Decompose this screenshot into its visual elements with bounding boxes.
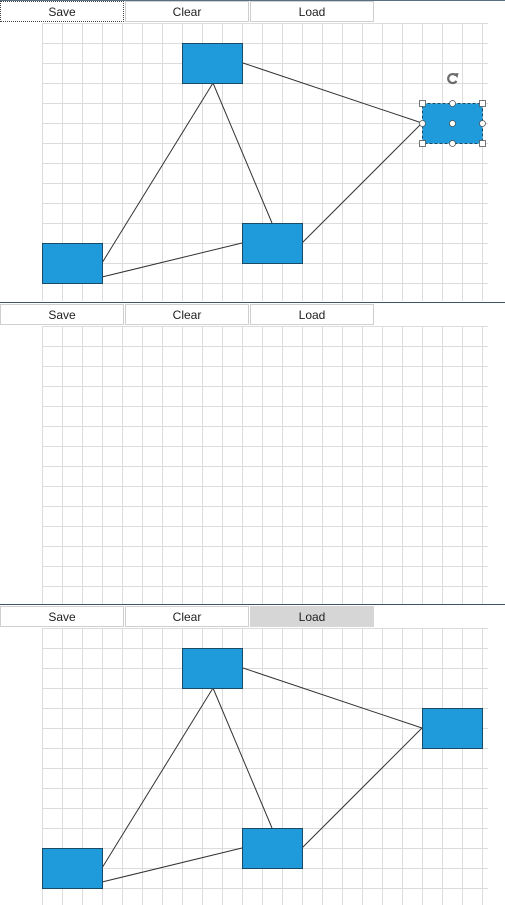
top-node[interactable] [182, 43, 243, 84]
pin-handle[interactable] [449, 120, 456, 127]
panel-separator [0, 302, 505, 303]
resize-handle[interactable] [479, 100, 486, 107]
rotate-icon[interactable] [447, 72, 459, 85]
resize-handle[interactable] [479, 120, 486, 127]
left-node[interactable] [42, 848, 103, 889]
save-button[interactable]: Save [0, 304, 124, 325]
middle-node[interactable] [242, 223, 303, 264]
panel-top-border [0, 0, 505, 1]
load-button[interactable]: Load [250, 1, 374, 22]
middle-node[interactable] [242, 828, 303, 869]
clear-button[interactable]: Clear [125, 606, 249, 627]
panel-separator [0, 604, 505, 605]
left-node[interactable] [42, 243, 103, 284]
toolbar: Save Clear Load [0, 304, 375, 326]
resize-handle[interactable] [419, 120, 426, 127]
toolbar: Save Clear Load [0, 1, 375, 23]
diagram-panel-3: Save Clear Load [0, 605, 505, 905]
diagram-canvas[interactable] [42, 326, 488, 604]
right-node[interactable] [422, 708, 483, 749]
diagram-panel-1: Save Clear Load [0, 0, 505, 302]
resize-handle[interactable] [419, 100, 426, 107]
clear-button[interactable]: Clear [125, 304, 249, 325]
diagram-panel-2: Save Clear Load [0, 303, 505, 604]
clear-button[interactable]: Clear [125, 1, 249, 22]
save-button[interactable]: Save [0, 606, 124, 627]
resize-handle[interactable] [449, 100, 456, 107]
resize-handle[interactable] [479, 140, 486, 147]
resize-handle[interactable] [449, 140, 456, 147]
resize-handle[interactable] [419, 140, 426, 147]
top-node[interactable] [182, 648, 243, 689]
load-button[interactable]: Load [250, 606, 374, 627]
load-button[interactable]: Load [250, 304, 374, 325]
save-button[interactable]: Save [0, 1, 124, 22]
toolbar: Save Clear Load [0, 606, 375, 628]
